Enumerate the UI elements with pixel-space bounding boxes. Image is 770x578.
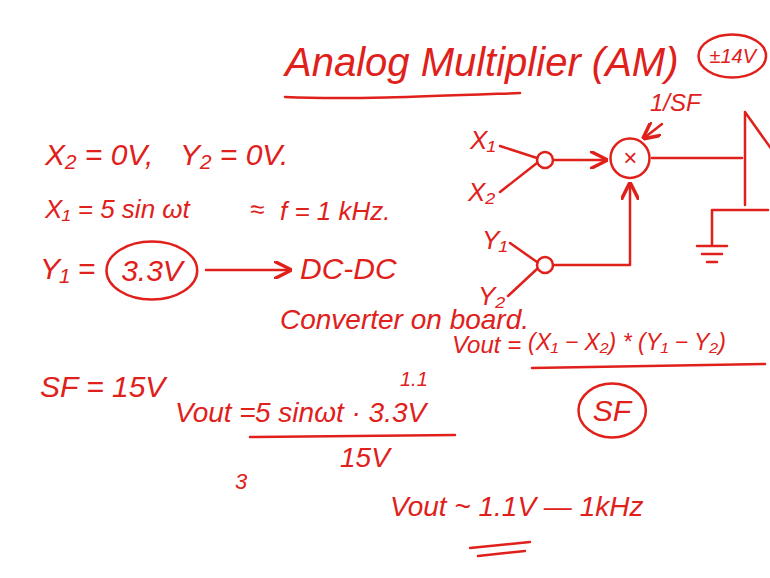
emphasis-underline: [470, 542, 530, 556]
pointer-arrow: [206, 269, 290, 272]
scale-arrow: [644, 124, 662, 138]
cancel-note: 3: [235, 470, 247, 494]
supply-circle: ±14V: [697, 33, 768, 79]
approx-sign: ≈: [250, 195, 264, 224]
given-condition: X₂ = 0V,: [45, 138, 153, 171]
cancel-note: 1.1: [400, 368, 428, 390]
multiplier-circle: ×: [609, 137, 651, 179]
given-condition: Y₂ = 0V.: [180, 138, 288, 171]
node-text: SF: [593, 394, 631, 427]
amplifier-symbol: [745, 112, 770, 205]
ground-symbol: [697, 210, 768, 262]
output-label: Vout =: [175, 398, 256, 429]
input-wire: [508, 243, 537, 296]
node-text: ±14V: [709, 45, 756, 67]
input-label: Y₁ =: [40, 252, 95, 285]
pin-name: X₁: [470, 126, 496, 155]
output-wire: [652, 157, 742, 160]
node-text: 3.3V: [121, 254, 183, 287]
node-text: ×: [623, 145, 637, 171]
scale-note: 1/SF: [650, 90, 701, 116]
summing-junction: [537, 152, 553, 168]
pin-name: Y₂: [478, 282, 505, 311]
pin-name: Y₁: [482, 226, 508, 255]
fraction-line: [532, 364, 765, 368]
input-signal: X₁ = 5 sin ωt: [45, 195, 190, 224]
title-underline: [285, 93, 520, 98]
title: Analog Multiplier (AM): [285, 40, 678, 84]
pin-name: X₂: [468, 178, 495, 207]
input-wire: [500, 146, 537, 192]
circled-denominator: SF: [577, 382, 647, 439]
summing-junction: [537, 257, 553, 273]
denominator: 15V: [340, 443, 390, 474]
frequency-note: f = 1 kHz.: [280, 197, 391, 226]
converter-note: DC-DC: [300, 252, 397, 285]
transfer-formula: (X₁ − X₂) * (Y₁ − Y₂): [528, 330, 726, 355]
result: Vout ~ 1.1V — 1kHz: [390, 492, 643, 523]
output-label: Vout =: [452, 332, 521, 358]
fraction-line: [250, 435, 455, 437]
signal-wire: [553, 184, 630, 265]
scale-factor: SF = 15V: [40, 370, 165, 403]
numerator: 5 sinωt · 3.3V: [255, 398, 426, 429]
circled-value: 3.3V: [105, 240, 199, 301]
signal-wire: [553, 159, 606, 162]
